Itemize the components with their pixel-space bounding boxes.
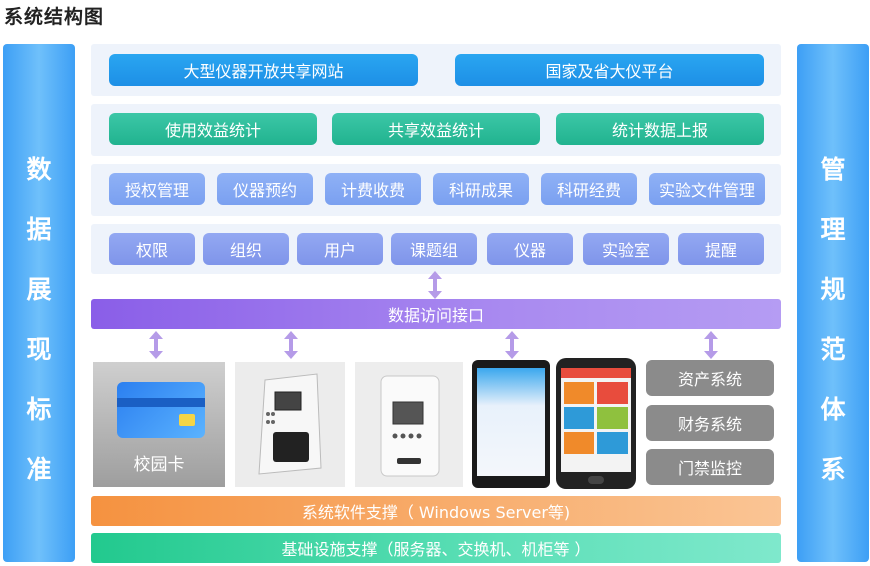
function-item: 计费收费 <box>325 173 421 205</box>
function-item: 授权管理 <box>109 173 205 205</box>
phone-image <box>556 358 636 489</box>
left-panel-char: 准 <box>26 455 52 484</box>
left-panel-char: 展 <box>26 275 52 304</box>
function-item: 实验文件管理 <box>649 173 765 205</box>
double-arrow-icon <box>505 331 519 359</box>
function-item: 仪器预约 <box>217 173 313 205</box>
asset-system-box: 资产系统 <box>646 360 774 396</box>
module-item: 用户 <box>297 233 383 265</box>
platform-item: 国家及省大仪平台 <box>455 54 764 86</box>
row-statistics: 使用效益统计 共享效益统计 统计数据上报 <box>91 104 781 156</box>
row-management-functions: 授权管理 仪器预约 计费收费 科研成果 科研经费 实验文件管理 <box>91 164 781 216</box>
instrument-terminal-image <box>355 362 463 487</box>
right-panel-char: 范 <box>820 335 846 364</box>
double-arrow-icon <box>428 271 442 299</box>
statistics-item: 使用效益统计 <box>109 113 317 145</box>
access-control-box: 门禁监控 <box>646 449 774 485</box>
tablet-image <box>472 360 550 488</box>
statistics-item: 共享效益统计 <box>332 113 540 145</box>
left-panel-char: 数 <box>26 155 52 184</box>
campus-card-label: 校园卡 <box>133 455 185 475</box>
infrastructure-bar: 基础设施支撑（服务器、交换机、机柜等 ） <box>91 533 781 563</box>
right-panel-char: 管 <box>820 155 846 184</box>
terminal-device-icon <box>380 375 440 477</box>
instrument-terminal-image <box>235 362 345 487</box>
system-software-bar: 系统软件支撑（ Windows Server等) <box>91 496 781 526</box>
module-item: 实验室 <box>583 233 669 265</box>
tablet-screen <box>477 368 545 476</box>
function-item: 科研成果 <box>433 173 529 205</box>
left-panel-char: 据 <box>26 215 52 244</box>
left-panel-char: 现 <box>26 335 52 364</box>
double-arrow-icon <box>149 331 163 359</box>
terminal-device-icon <box>258 373 322 475</box>
left-panel-char: 标 <box>26 395 52 424</box>
right-panel-char: 理 <box>820 215 846 244</box>
right-panel-char: 规 <box>820 275 846 304</box>
right-panel-char: 系 <box>820 455 846 484</box>
left-panel-data-display-standard: 数 据 展 现 标 准 <box>3 44 75 562</box>
page-title: 系统结构图 <box>4 6 105 28</box>
module-item: 组织 <box>203 233 289 265</box>
row-platforms: 大型仪器开放共享网站 国家及省大仪平台 <box>91 44 781 96</box>
data-access-interface-bar: 数据访问接口 <box>91 299 781 329</box>
module-item: 提醒 <box>678 233 764 265</box>
row-base-modules: 权限 组织 用户 课题组 仪器 实验室 提醒 <box>91 224 781 274</box>
module-item: 课题组 <box>391 233 477 265</box>
campus-card-device: 校园卡 <box>93 362 225 487</box>
double-arrow-icon <box>284 331 298 359</box>
module-item: 权限 <box>109 233 195 265</box>
right-panel-management-standard: 管 理 规 范 体 系 <box>797 44 869 562</box>
statistics-item: 统计数据上报 <box>556 113 764 145</box>
phone-screen <box>561 368 631 472</box>
module-item: 仪器 <box>487 233 573 265</box>
finance-system-box: 财务系统 <box>646 405 774 441</box>
function-item: 科研经费 <box>541 173 637 205</box>
double-arrow-icon <box>704 331 718 359</box>
platform-item: 大型仪器开放共享网站 <box>109 54 418 86</box>
right-panel-char: 体 <box>820 395 846 424</box>
card-icon <box>117 382 205 438</box>
